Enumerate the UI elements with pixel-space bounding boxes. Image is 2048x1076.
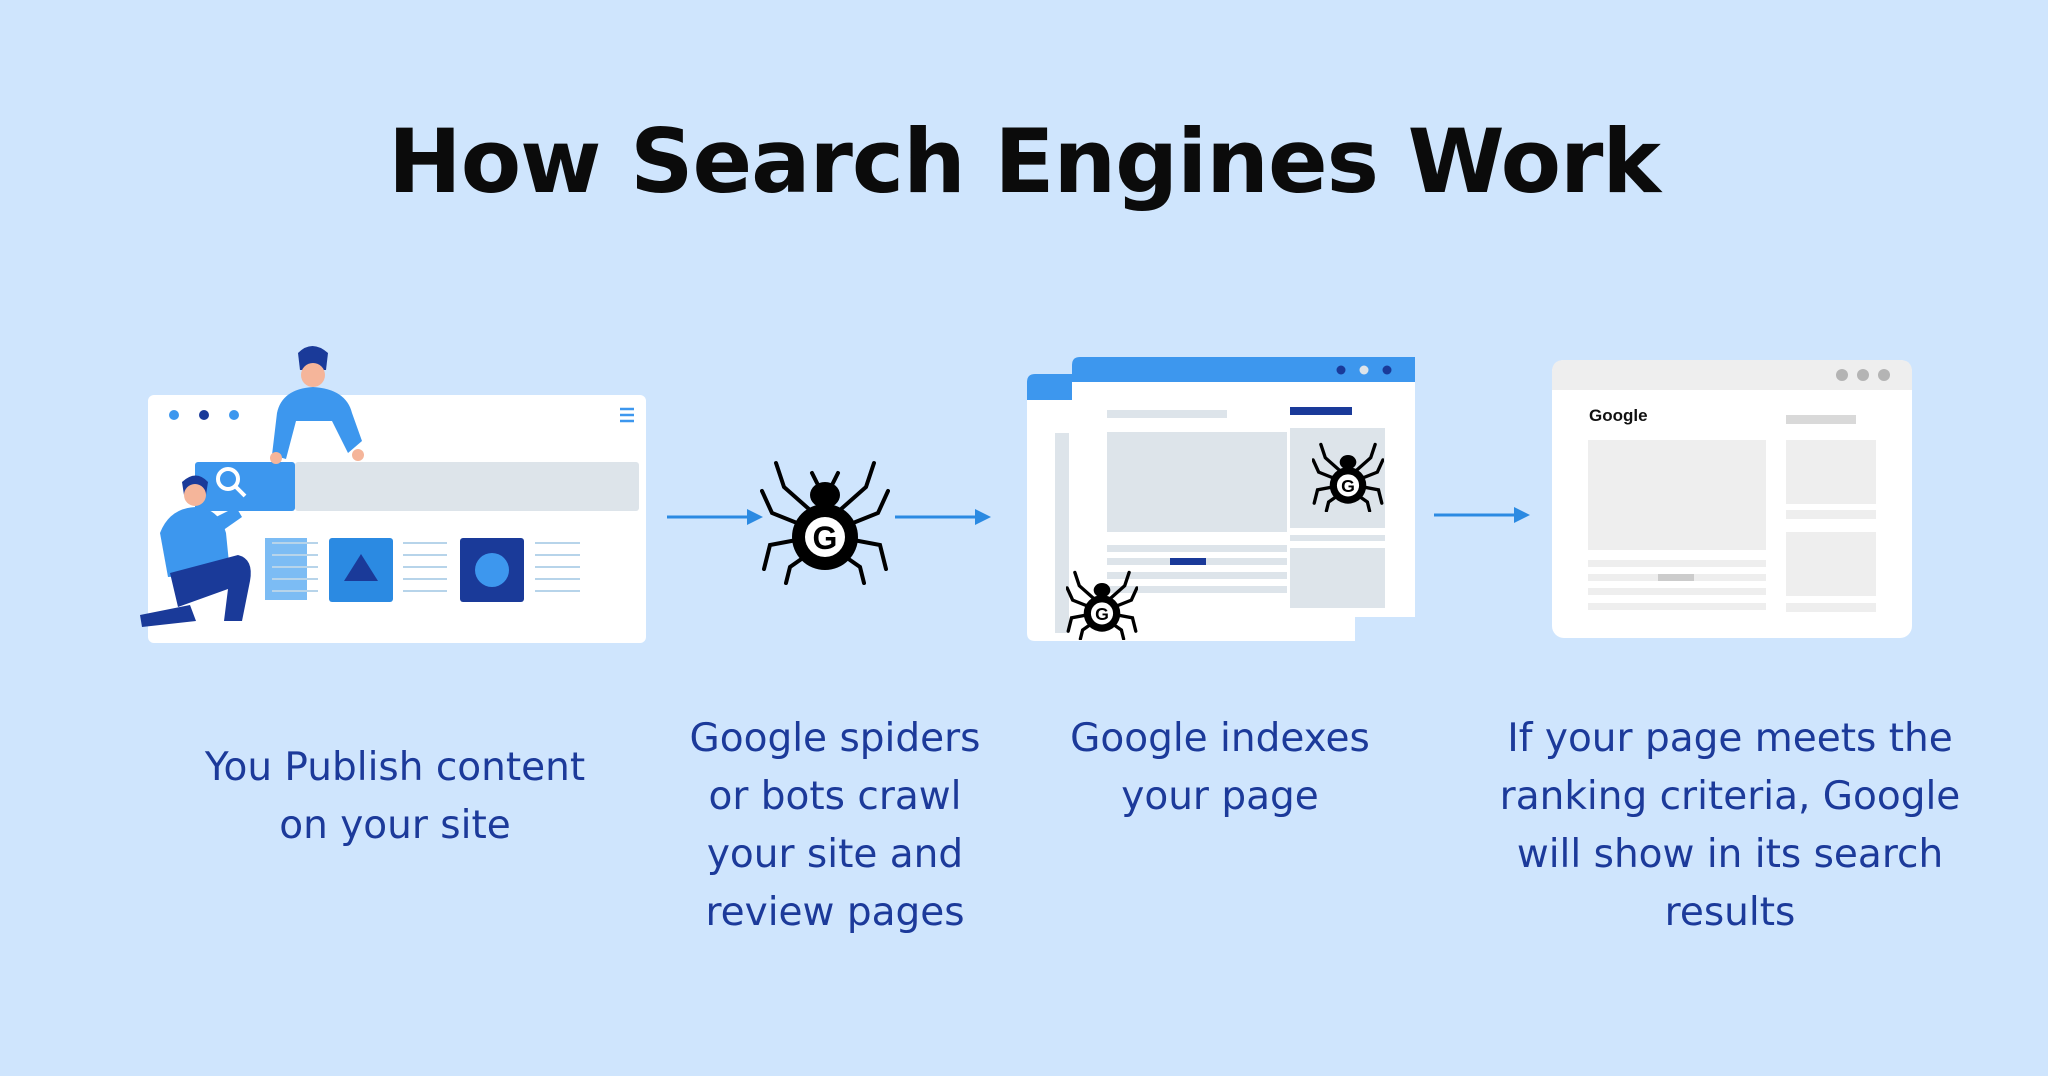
flow-arrow-3 bbox=[1434, 507, 1530, 523]
caption-line: If your page meets the bbox=[1507, 716, 1953, 761]
person-kneeling-icon bbox=[140, 475, 251, 627]
spider-letter: G bbox=[1095, 604, 1109, 624]
page-title: How Search Engines Work bbox=[388, 110, 1661, 213]
google-spider-icon: G bbox=[760, 461, 890, 585]
spider-letter: G bbox=[813, 520, 838, 556]
search-results-illustration: Google bbox=[1552, 360, 1912, 638]
triangle-icon bbox=[344, 554, 378, 581]
serp-logo: Google bbox=[1589, 406, 1648, 425]
caption-line: your site and bbox=[706, 832, 964, 877]
spider-small-icon-1: G bbox=[1312, 442, 1384, 512]
caption-line: results bbox=[1664, 890, 1796, 935]
caption-line: or bots crawl bbox=[708, 774, 962, 819]
caption-line: will show in its search bbox=[1516, 832, 1944, 877]
caption-line: ranking criteria, Google bbox=[1499, 774, 1961, 819]
spider-letter: G bbox=[1341, 476, 1355, 496]
caption-line: You Publish content bbox=[204, 745, 586, 790]
step-2-caption: Google spiders or bots crawl your site a… bbox=[660, 710, 1010, 942]
caption-line: Google indexes bbox=[1070, 716, 1370, 761]
step-1-caption: You Publish content on your site bbox=[180, 739, 610, 855]
spider-small-icon-2: G bbox=[1066, 570, 1138, 640]
caption-line: your page bbox=[1121, 774, 1319, 819]
flow-arrow-2 bbox=[895, 509, 991, 525]
caption-line: review pages bbox=[705, 890, 965, 935]
caption-line: Google spiders bbox=[689, 716, 981, 761]
person-standing-icon bbox=[270, 346, 364, 464]
flow-arrow-1 bbox=[667, 509, 763, 525]
publish-illustration bbox=[140, 346, 646, 643]
circle-icon bbox=[475, 553, 509, 587]
step-4-caption: If your page meets the ranking criteria,… bbox=[1470, 710, 1990, 942]
index-illustration bbox=[1027, 357, 1415, 641]
menu-icon bbox=[620, 407, 634, 423]
search-icon bbox=[216, 467, 247, 498]
caption-line: on your site bbox=[279, 803, 511, 848]
step-3-caption: Google indexes your page bbox=[1050, 710, 1390, 826]
